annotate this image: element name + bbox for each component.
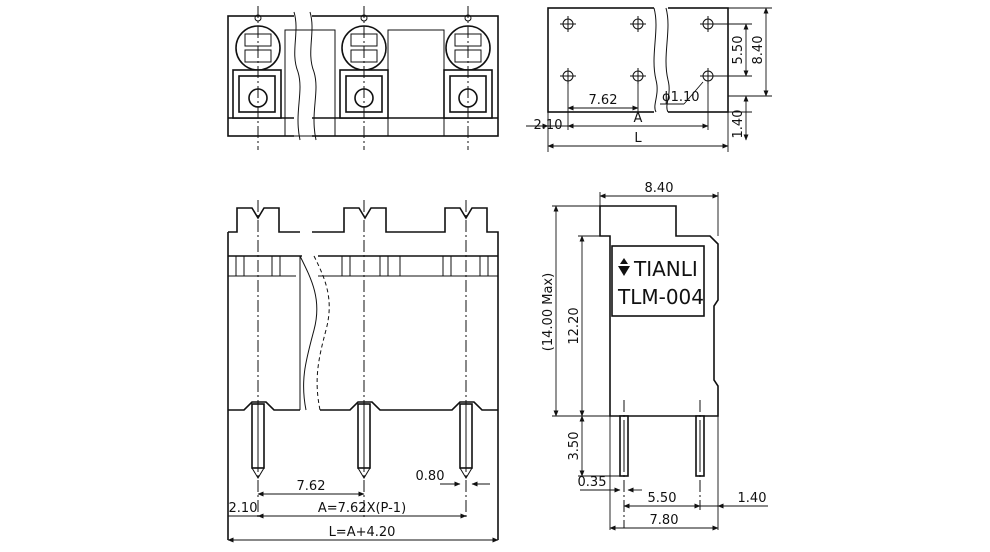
dim-14-max: (14.00 Max): [541, 273, 556, 351]
dim-A: A: [634, 111, 643, 126]
dim-7-62: 7.62: [589, 93, 618, 108]
pcb-hole: [630, 16, 646, 32]
dim-L-formula: L=A+4.20: [329, 525, 396, 540]
top-view: [227, 6, 499, 150]
dim-1-40: 1.40: [738, 491, 767, 506]
pcb-hole: [560, 68, 576, 84]
dim-8-40: 8.40: [645, 181, 674, 196]
footprint-view: 5.50 8.40 1.40 7.62 A 2.10 L ϕ1.10: [526, 4, 772, 152]
dim-L: L: [634, 131, 642, 146]
terminal-unit: [232, 14, 282, 119]
pcb-hole: [630, 68, 646, 84]
front-view: 7.62 0.80 A=7.62X(P-1) 2.10 L=A+4.20: [227, 200, 499, 543]
pcb-hole: [700, 68, 716, 84]
dim-5-50: 5.50: [731, 36, 746, 65]
tianli-logo-icon: [618, 258, 630, 276]
model-number: TLM-004: [617, 285, 704, 309]
dim-2-10: 2.10: [534, 118, 563, 133]
dim-hole-diameter: ϕ1.10: [662, 90, 700, 105]
dim-3-50: 3.50: [567, 432, 582, 461]
brand-name: TIANLI: [633, 257, 698, 281]
side-view: TIANLI TLM-004 8.40 (14.00 Max) 12.20 3.…: [541, 181, 768, 531]
pcb-hole: [560, 16, 576, 32]
dim-0-80: 0.80: [416, 469, 445, 484]
pcb-hole: [700, 16, 716, 32]
dim-5-50: 5.50: [648, 491, 677, 506]
dim-1-40: 1.40: [731, 110, 746, 139]
dim-0-35: 0.35: [578, 475, 607, 490]
dim-8-40: 8.40: [751, 36, 766, 65]
dim-12-20: 12.20: [567, 307, 582, 344]
dim-2-10: 2.10: [229, 501, 258, 516]
dim-A-formula: A=7.62X(P-1): [318, 501, 406, 516]
dim-7-80: 7.80: [650, 513, 679, 528]
dim-7-62: 7.62: [297, 479, 326, 494]
